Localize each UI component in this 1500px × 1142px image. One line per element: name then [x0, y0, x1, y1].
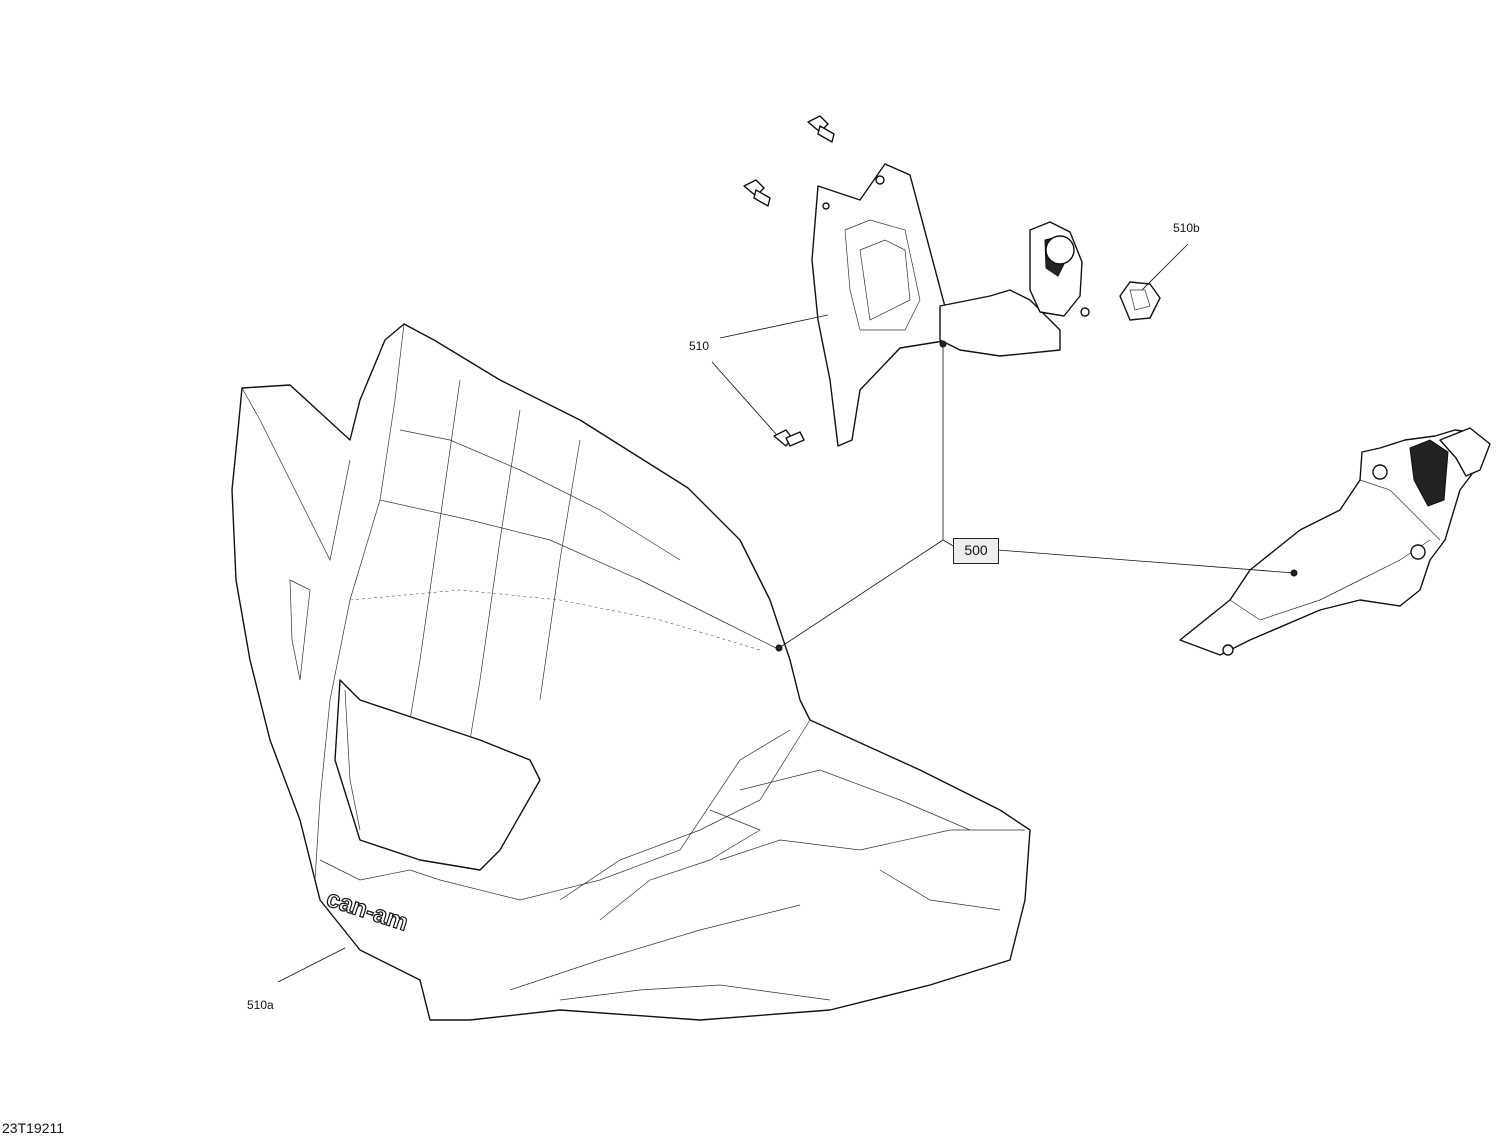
bracket-500-right[interactable]: [1179, 427, 1491, 656]
leader-510b: [1141, 243, 1189, 291]
leader-510-to-bracket: [719, 314, 829, 339]
windshield[interactable]: [231, 323, 1031, 1021]
leader-500-right: [997, 549, 1295, 574]
screw-510-3[interactable]: [773, 429, 805, 447]
leader-510a: [277, 947, 346, 983]
leader-lines: [277, 243, 1298, 983]
bracket-510[interactable]: [811, 163, 1090, 447]
callout-510b[interactable]: 510b: [1173, 221, 1200, 235]
drawing-number: 23T19211: [2, 1120, 65, 1136]
leader-500-vertical: [942, 344, 961, 551]
callout-510[interactable]: 510: [689, 339, 710, 353]
leader-dot-bracket: [939, 340, 947, 348]
leader-510-to-screw: [711, 361, 777, 435]
knob-510b[interactable]: [1119, 281, 1161, 321]
callout-500[interactable]: 500: [953, 538, 999, 564]
leader-500-windshield: [778, 539, 944, 649]
leader-dot-right: [1290, 569, 1298, 577]
screw-510-1[interactable]: [807, 115, 835, 143]
leader-dot-windshield: [775, 644, 783, 652]
screw-510-2[interactable]: [743, 179, 771, 207]
callout-510a[interactable]: 510a: [247, 998, 274, 1012]
